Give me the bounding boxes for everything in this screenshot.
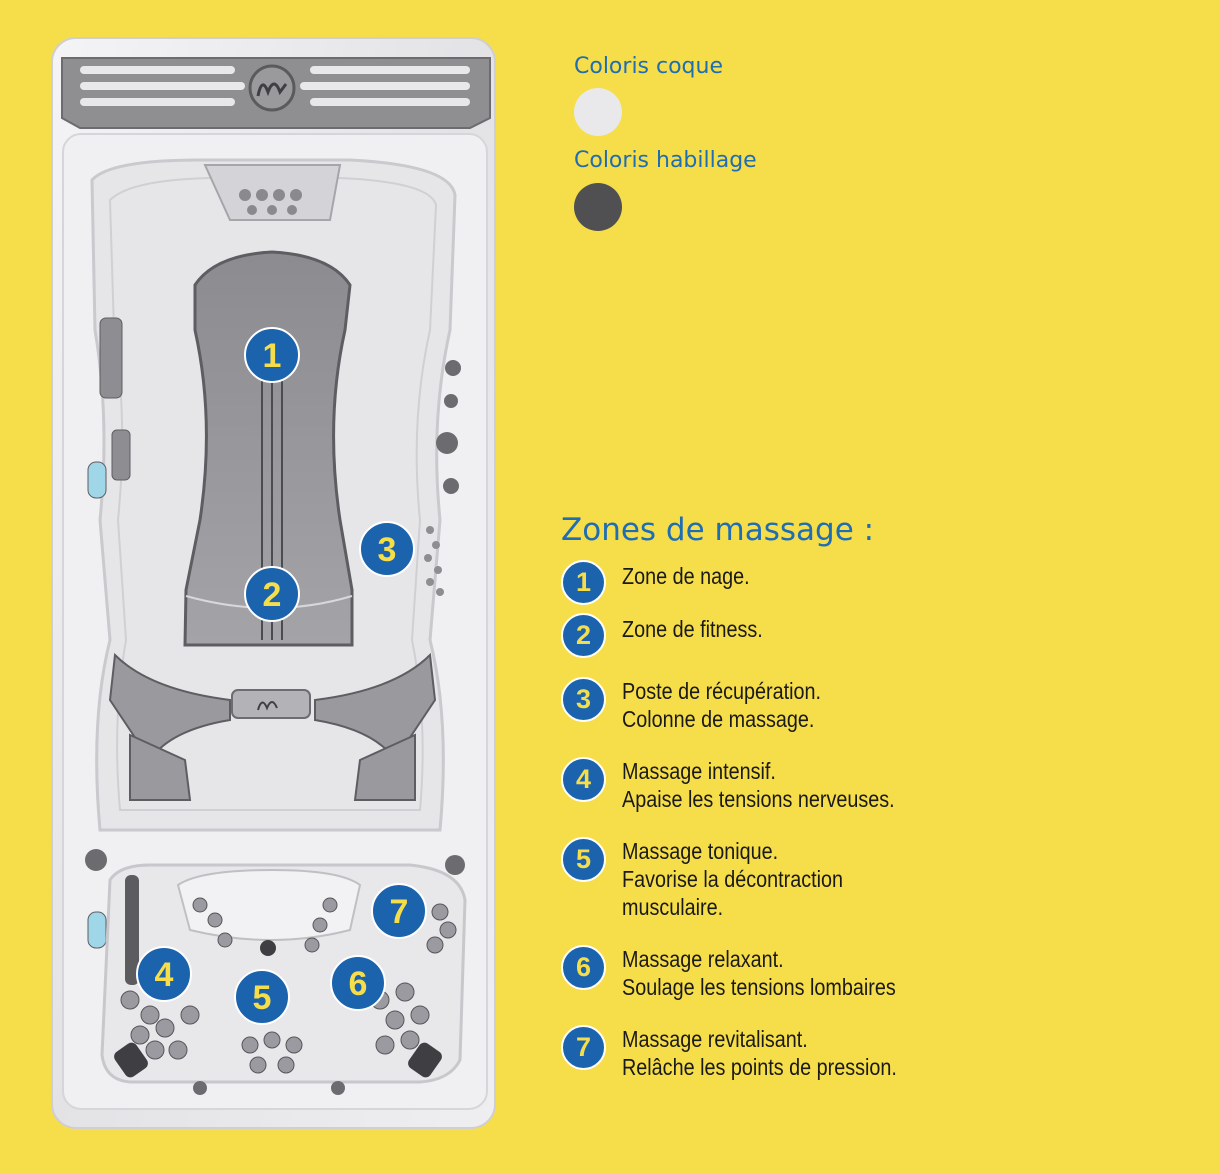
zone-marker-2: 2: [244, 566, 300, 622]
zone-description: Zone de nage.: [622, 563, 750, 589]
zone-description: Massage tonique.Favorise la décontractio…: [622, 838, 843, 920]
zone-marker-label: 6: [349, 965, 368, 1003]
side-jets-left: [99, 317, 131, 481]
zone-marker-1: 1: [244, 327, 300, 383]
massage-column-jets: [424, 526, 444, 596]
side-jets-right: [436, 360, 461, 494]
zone-marker-6: 6: [330, 955, 386, 1011]
zone-description: Zone de fitness.: [622, 616, 763, 642]
zone-marker-label: 3: [378, 531, 397, 569]
zone-marker-5: 5: [234, 969, 290, 1025]
zone-marker-label: 1: [263, 337, 282, 375]
swim-floor-pad: [183, 250, 354, 647]
zone-marker-label: 7: [390, 893, 409, 931]
zone-number-badge: 2: [561, 613, 606, 658]
zone-number-badge: 6: [561, 945, 606, 990]
zone-number-badge: 1: [561, 560, 606, 605]
zone-description: Massage relaxant.Soulage les tensions lo…: [622, 946, 896, 1000]
zone-description: Poste de récupération.Colonne de massage…: [622, 678, 822, 732]
zone-marker-label: 4: [155, 956, 174, 994]
zone-item-2: 2 Zone de fitness.: [561, 613, 786, 658]
zone-item-5: 5 Massage tonique.Favorise la décontract…: [561, 835, 879, 921]
zone-marker-3: 3: [359, 521, 415, 577]
zone-marker-label: 5: [253, 979, 272, 1017]
zone-number-badge: 3: [561, 677, 606, 722]
zones-title: Zones de massage :: [561, 512, 875, 548]
jet-block-top: [203, 164, 342, 221]
shell-color-label: Coloris coque: [574, 54, 724, 79]
zone-number-badge: 7: [561, 1025, 606, 1070]
shell-color-swatch: [574, 88, 622, 136]
cladding-color-swatch: [574, 183, 622, 231]
zone-item-1: 1 Zone de nage.: [561, 560, 770, 605]
zone-description: Massage intensif.Apaise les tensions ner…: [622, 758, 895, 812]
spa-seat-jets: [120, 897, 457, 1074]
zone-number-badge: 4: [561, 757, 606, 802]
zone-marker-7: 7: [371, 883, 427, 939]
brand-logo-top: [248, 64, 296, 112]
zone-marker-label: 2: [263, 576, 282, 614]
zone-item-4: 4 Massage intensif.Apaise les tensions n…: [561, 755, 939, 813]
cladding-color-label: Coloris habillage: [574, 148, 757, 173]
zone-number-badge: 5: [561, 837, 606, 882]
light-left: [87, 461, 107, 949]
zone-item-3: 3 Poste de récupération.Colonne de massa…: [561, 675, 853, 733]
zone-description: Massage revitalisant.Relâche les points …: [622, 1026, 897, 1080]
zone-item-7: 7 Massage revitalisant.Relâche les point…: [561, 1023, 942, 1081]
swim-spa-diagram: 1 2 3 4 5 67: [51, 37, 496, 1129]
zone-item-6: 6 Massage relaxant.Soulage les tensions …: [561, 943, 940, 1001]
zone-marker-4: 4: [136, 946, 192, 1002]
